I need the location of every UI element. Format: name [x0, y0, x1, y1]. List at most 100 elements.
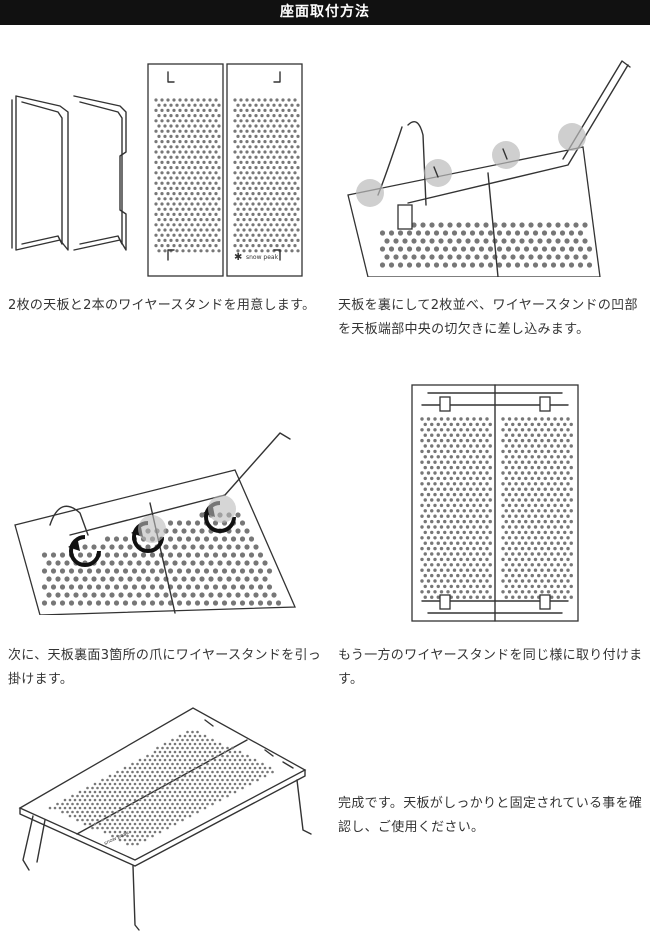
perforation-hole [181, 176, 185, 180]
perforation-hole [478, 568, 483, 572]
perforation-hole [221, 778, 224, 782]
perforation-hole [533, 482, 538, 486]
perforation-hole [452, 568, 457, 572]
perforation-hole [233, 790, 237, 794]
perforation-hole [442, 246, 449, 252]
perforation-hole [243, 766, 247, 770]
perforation-hole [214, 171, 218, 175]
perforation-hole [488, 476, 492, 481]
perforation-hole [248, 552, 255, 558]
perforation-hole [281, 244, 285, 248]
perforation-hole [469, 433, 473, 437]
perforation-hole [178, 119, 182, 123]
perforation-hole [161, 786, 164, 790]
perforation-hole [456, 476, 460, 481]
perforation-hole [465, 438, 470, 443]
perforation-hole [77, 600, 84, 606]
perforation-hole [217, 560, 223, 566]
perforation-hole [171, 810, 174, 814]
perforation-hole [157, 114, 161, 118]
perforation-hole [193, 238, 197, 242]
perforation-hole [528, 238, 534, 244]
perforation-hole [420, 471, 424, 475]
perforation-hole [196, 730, 199, 734]
perforation-hole [511, 476, 515, 481]
perforation-hole [514, 428, 518, 432]
perforation-hole [211, 794, 214, 798]
perforation-hole [71, 810, 74, 814]
perforation-hole [540, 471, 544, 475]
perforation-hole [203, 552, 210, 558]
perforation-hole [586, 246, 593, 252]
perforation-hole [123, 782, 127, 786]
perforation-hole [537, 519, 541, 524]
perforation-hole [520, 460, 525, 464]
perforation-hole [462, 552, 466, 556]
perforation-hole [208, 544, 214, 550]
perforation-hole [163, 166, 167, 170]
perforation-hole [178, 758, 182, 762]
perforation-hole [187, 186, 191, 190]
perforation-hole [485, 579, 489, 583]
perforation-hole [113, 600, 120, 606]
perforation-hole [520, 557, 525, 562]
perforation-hole [211, 197, 215, 201]
perforation-hole [527, 471, 531, 475]
perforation-hole [465, 460, 470, 464]
perforation-hole [559, 438, 564, 443]
perforation-hole [296, 134, 300, 138]
perforation-hole [266, 568, 273, 574]
perforation-hole [439, 579, 444, 583]
perforation-hole [111, 818, 114, 822]
perforation-hole [208, 758, 212, 762]
perforation-hole [181, 249, 185, 253]
perforation-hole [151, 786, 154, 790]
perforation-hole [527, 514, 531, 518]
perforation-hole [452, 471, 457, 475]
perforation-hole [186, 786, 189, 790]
perforation-hole [213, 750, 217, 754]
perforation-hole [504, 541, 508, 545]
perforation-hole [187, 249, 191, 253]
perforation-hole [459, 536, 463, 540]
perforation-hole [507, 503, 512, 508]
perforation-hole [478, 262, 485, 268]
perforation-hole [517, 519, 521, 524]
perforation-hole [205, 166, 209, 170]
perforation-hole [433, 514, 437, 518]
perforation-hole [248, 536, 255, 542]
perforation-hole [436, 433, 440, 437]
perforation-hole [257, 140, 261, 144]
perforation-hole [533, 557, 538, 562]
perforation-hole [254, 197, 258, 201]
perforation-hole [537, 552, 541, 556]
perforation-hole [199, 207, 203, 211]
perforation-hole [41, 568, 48, 574]
perforation-hole [242, 145, 246, 149]
perforation-hole [475, 541, 479, 545]
perforation-hole [145, 544, 151, 550]
perforation-hole [173, 766, 177, 770]
perforation-hole [166, 192, 170, 196]
perforation-hole [123, 798, 127, 802]
perforation-hole [100, 544, 106, 550]
perforation-hole [577, 246, 584, 252]
perforation-hole [238, 766, 242, 770]
perforation-hole [296, 166, 300, 170]
perforation-hole [546, 449, 551, 454]
perforation-hole [143, 758, 147, 762]
perforation-hole [203, 774, 207, 778]
perforation-hole [181, 802, 184, 806]
perforation-hole [415, 262, 422, 268]
perforation-hole [68, 798, 72, 802]
perforation-hole [284, 124, 288, 128]
perforation-hole [478, 579, 483, 583]
perforation-hole [221, 536, 228, 542]
perforation-hole [436, 563, 440, 567]
perforation-hole [423, 595, 427, 599]
perforation-hole [109, 544, 115, 550]
perforation-hole [211, 770, 214, 774]
perforation-hole [178, 750, 182, 754]
perforation-hole [507, 482, 512, 486]
perforation-hole [133, 814, 137, 818]
